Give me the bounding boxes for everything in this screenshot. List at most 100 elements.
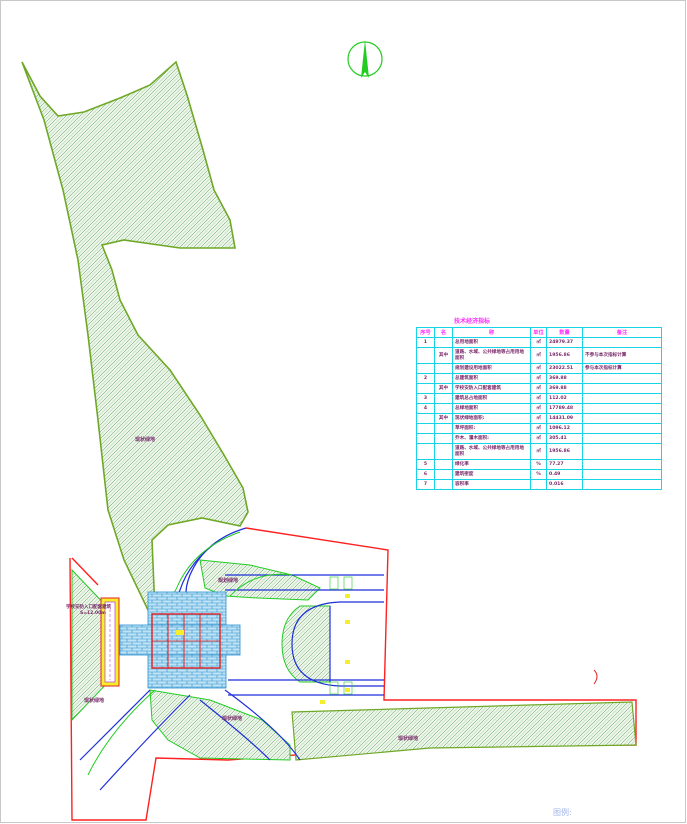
cell-name: 现状绿地面积: (452, 413, 531, 424)
green-area-left (21, 60, 249, 614)
cell-no: 1 (416, 337, 435, 348)
cell-unit: ㎡ (530, 393, 547, 404)
entry-plaza (119, 591, 241, 689)
cell-qty: 112.02 (546, 393, 583, 404)
cell-group (434, 469, 453, 480)
cell-qty: 24979.37 (546, 337, 583, 348)
cell-group (434, 337, 453, 348)
cell-note (582, 423, 662, 434)
cell-group (434, 479, 453, 490)
label-green-bottom-left: 现状绿地 (222, 715, 242, 722)
cell-name: 总建筑面积 (452, 373, 531, 384)
cell-group (434, 373, 453, 384)
cell-name: 总用地面积 (452, 337, 531, 348)
cell-no (416, 443, 435, 460)
cell-name: 草坪面积: (452, 423, 531, 434)
cell-no: 3 (416, 393, 435, 404)
cell-note: 参与本次指标计算 (582, 363, 662, 374)
cell-qty: 23022.51 (546, 363, 583, 374)
cell-unit: ㎡ (530, 383, 547, 394)
cell-name: 乔木、灌木面积: (452, 433, 531, 444)
cell-name: 建筑密度 (452, 469, 531, 480)
cell-no (416, 347, 435, 364)
cell-unit: ㎡ (530, 423, 547, 434)
cell-no (416, 413, 435, 424)
north-arrow-icon (347, 40, 383, 78)
header-name-2: 称 (452, 327, 531, 338)
cell-name: 绿化率 (452, 459, 531, 470)
label-green-upper-mid: 规划绿地 (218, 577, 238, 584)
cell-note (582, 337, 662, 348)
cell-group (434, 363, 453, 374)
table-header-row: 序号 名 称 单位 数量 备注 (416, 327, 662, 338)
cell-qty: 14431.09 (546, 413, 583, 424)
cell-group (434, 459, 453, 470)
green-area-bottom-left (149, 689, 291, 761)
cell-note (582, 479, 662, 490)
cell-note (582, 469, 662, 480)
green-area-loop (281, 605, 331, 683)
legend-label: 图例: (553, 808, 572, 817)
cell-qty: 1956.86 (546, 443, 583, 460)
cell-qty: 369.88 (546, 383, 583, 394)
cell-unit: % (530, 469, 547, 480)
cell-name: 建筑总占地面积 (452, 393, 531, 404)
cell-name: 道路、水域、公共绿地等占用用地面积 (452, 347, 531, 364)
cell-note (582, 393, 662, 404)
cell-unit (530, 479, 547, 490)
cell-qty: 305.41 (546, 433, 583, 444)
label-green-bottom-right: 现状绿地 (398, 735, 418, 742)
cell-unit: ㎡ (530, 363, 547, 374)
cell-name: 总绿地面积 (452, 403, 531, 414)
table-title: 技术经济指标 (454, 318, 491, 325)
cell-qty: 0.016 (546, 479, 583, 490)
header-name-1: 名 (434, 327, 453, 338)
cell-no (416, 423, 435, 434)
cell-note: 不参与本次指标计算 (582, 347, 662, 364)
cell-note (582, 443, 662, 460)
cell-unit: ㎡ (530, 413, 547, 424)
cell-no: 6 (416, 469, 435, 480)
cell-group: 其中 (434, 413, 453, 424)
cell-group (434, 443, 453, 460)
label-building-line1: 学校安防入口配套建筑 (66, 603, 111, 610)
cell-name: 规划建设用地面积 (452, 363, 531, 374)
cell-group (434, 433, 453, 444)
cell-unit: ㎡ (530, 373, 547, 384)
cell-name: 道路、水域、公共绿地等占用用地面积 (452, 443, 531, 460)
cell-no (416, 433, 435, 444)
cell-qty: 0.49 (546, 469, 583, 480)
cell-no: 5 (416, 459, 435, 470)
cell-qty: 369.88 (546, 373, 583, 384)
cell-qty: 17789.48 (546, 403, 583, 414)
label-green-mid: 现状绿地 (84, 697, 104, 704)
cell-unit: ㎡ (530, 433, 547, 444)
cell-no: 4 (416, 403, 435, 414)
cell-qty: 1096.12 (546, 423, 583, 434)
cell-group (434, 423, 453, 434)
cell-note (582, 459, 662, 470)
cell-unit: ㎡ (530, 403, 547, 414)
header-unit: 单位 (530, 327, 547, 338)
cell-note (582, 373, 662, 384)
cell-unit: ㎡ (530, 443, 547, 460)
header-no: 序号 (416, 327, 435, 338)
entrance-gate (100, 597, 120, 687)
cell-note (582, 433, 662, 444)
cell-no (416, 383, 435, 394)
cell-note (582, 413, 662, 424)
cell-no: 2 (416, 373, 435, 384)
